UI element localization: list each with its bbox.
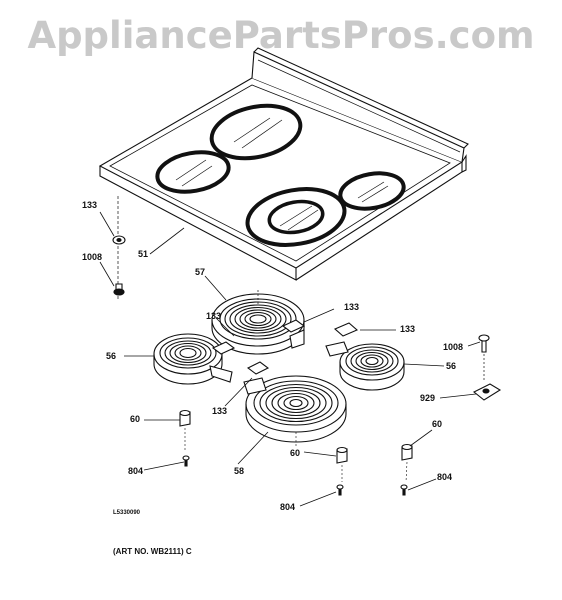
label-133-c: 133 xyxy=(400,324,416,334)
label-804-mid: 804 xyxy=(280,502,296,512)
art-number: (ART NO. WB2111) C xyxy=(113,547,192,556)
label-133-left: 133 xyxy=(82,200,98,210)
screw-1008-left xyxy=(113,283,125,296)
radiant-element-56-right xyxy=(325,341,405,391)
label-1008-left: 1008 xyxy=(82,252,103,262)
label-133-d: 133 xyxy=(212,406,228,416)
label-56-right: 56 xyxy=(446,361,457,371)
clip-60-right xyxy=(401,443,413,461)
clip-60-left xyxy=(179,409,191,427)
grommet-133-left xyxy=(112,235,126,245)
glass-burner-rear-right xyxy=(338,171,406,211)
label-804-left: 804 xyxy=(128,466,144,476)
diagram-code: L5330090 xyxy=(113,510,141,516)
screw-804-right xyxy=(400,484,408,496)
radiant-element-57 xyxy=(211,290,305,355)
screw-1008-right xyxy=(478,334,490,353)
glass-burner-front-right xyxy=(245,187,347,247)
glass-burner-front-left xyxy=(155,150,231,194)
label-133-b: 133 xyxy=(344,302,360,312)
label-133-a: 133 xyxy=(206,311,222,321)
bracket-929 xyxy=(472,383,502,401)
watermark: AppliancePartsPros.com xyxy=(27,14,535,57)
label-57: 57 xyxy=(195,267,206,277)
label-56-left: 56 xyxy=(106,351,117,361)
label-58: 58 xyxy=(234,466,245,476)
screw-804-left xyxy=(182,455,190,467)
insulator-pads-133 xyxy=(211,319,359,375)
screw-804-mid xyxy=(336,484,344,496)
label-60-left: 60 xyxy=(130,414,141,424)
radiant-element-56-left xyxy=(153,333,233,385)
leader-lines xyxy=(99,211,481,507)
label-804-right: 804 xyxy=(437,472,453,482)
label-51: 51 xyxy=(138,249,149,259)
glass-burner-rear-left xyxy=(209,103,303,161)
assembly-lines xyxy=(184,428,408,483)
radiant-element-58 xyxy=(243,375,347,443)
label-929: 929 xyxy=(420,393,436,403)
cooktop-glass-assembly xyxy=(98,47,469,281)
label-60-right: 60 xyxy=(432,419,443,429)
label-60-mid: 60 xyxy=(290,448,301,458)
clip-60-mid xyxy=(336,446,348,464)
label-1008-right: 1008 xyxy=(443,342,464,352)
